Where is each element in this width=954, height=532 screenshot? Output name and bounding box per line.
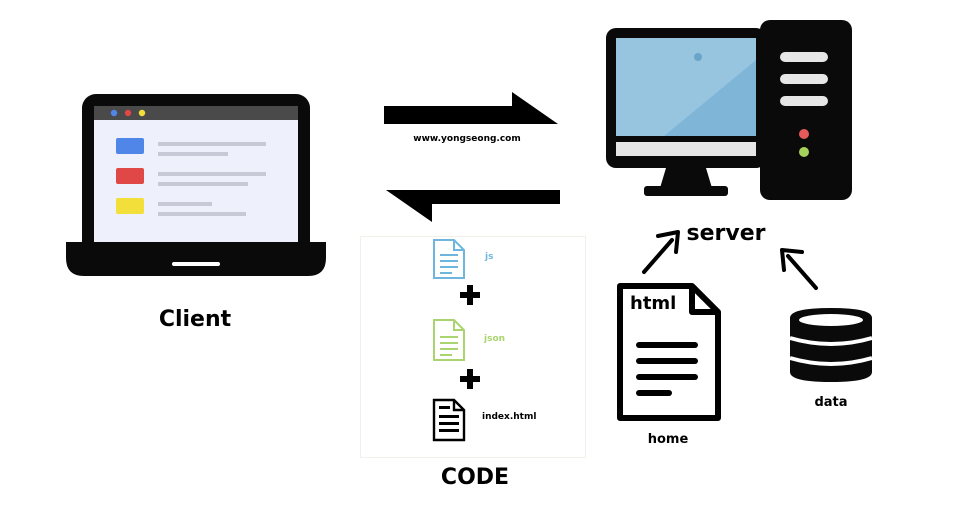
request-arrow (384, 92, 560, 132)
data-label: data (814, 395, 848, 410)
plus-icon (459, 284, 481, 306)
plus-icon (459, 368, 481, 390)
request-url: www.yongseong.com (413, 134, 521, 144)
json-file-label: json (484, 334, 506, 344)
server-computer-icon (604, 20, 854, 202)
html-document-icon (616, 282, 722, 422)
data-to-server-arrow (776, 244, 820, 292)
client-label: Client (158, 307, 232, 332)
code-title: CODE (440, 465, 510, 490)
home-to-server-arrow (640, 228, 684, 276)
js-file-label: js (485, 252, 494, 262)
server-label: server (686, 221, 766, 246)
html-document-title: html (630, 293, 677, 314)
home-label: home (647, 432, 689, 447)
js-file-icon (432, 238, 466, 280)
response-arrow (384, 186, 560, 226)
json-file-icon (432, 318, 466, 362)
code-panel (360, 236, 586, 458)
database-icon (786, 306, 876, 384)
html-file-label: index.html (482, 412, 537, 422)
laptop-icon (62, 92, 330, 282)
html-file-icon (432, 398, 466, 442)
